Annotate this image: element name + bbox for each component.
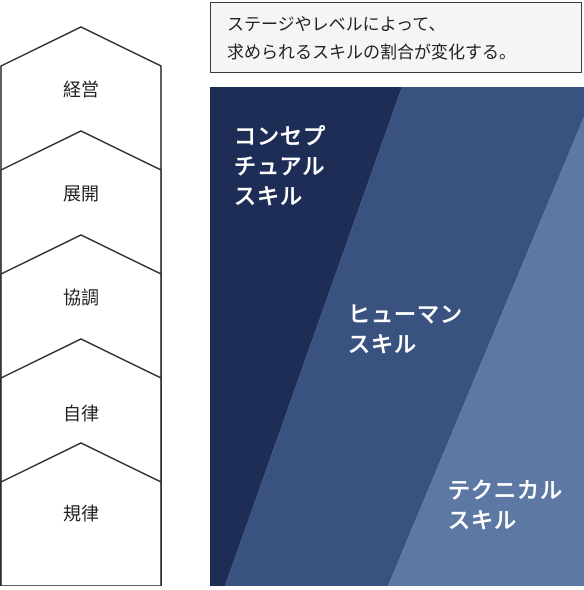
caption-line-2: 求められるスキルの割合が変化する。	[227, 43, 516, 63]
caption-box: ステージやレベルによって、 求められるスキルの割合が変化する。	[210, 2, 582, 73]
stage-label-3: 協調	[63, 288, 99, 309]
stage-label-1: 経営	[63, 80, 99, 101]
stage-arrows-graphic	[0, 26, 162, 586]
human-skill-label: ヒューマン スキル	[348, 301, 463, 361]
human-skill-line-1: ヒューマン	[348, 303, 464, 328]
stage-label-2: 展開	[63, 184, 99, 205]
human-skill-band	[225, 87, 584, 586]
technical-skill-label: テクニカル スキル	[448, 477, 563, 537]
technical-skill-band	[388, 117, 584, 586]
stage-ladder: 経営 展開 協調 自律 規律	[0, 0, 163, 586]
conceptual-skill-band	[210, 87, 402, 586]
technical-skill-line-1: テクニカル	[448, 479, 564, 504]
conceptual-skill-line-2: チュアル	[234, 155, 326, 180]
stage-label-5: 規律	[63, 504, 99, 525]
caption-line-1: ステージやレベルによって、	[227, 15, 446, 35]
conceptual-skill-line-1: コンセプ	[234, 125, 327, 150]
skill-proportion-diagram: コンセプ チュアル スキル ヒューマン スキル テクニカル スキル	[210, 87, 584, 586]
human-skill-line-2: スキル	[348, 333, 418, 358]
conceptual-skill-line-3: スキル	[234, 185, 304, 210]
technical-skill-line-2: スキル	[448, 509, 518, 534]
stage-label-4: 自律	[63, 404, 99, 425]
skill-bands-graphic	[210, 87, 584, 586]
conceptual-skill-label: コンセプ チュアル スキル	[234, 123, 326, 213]
stage-shape-5	[0, 442, 162, 586]
